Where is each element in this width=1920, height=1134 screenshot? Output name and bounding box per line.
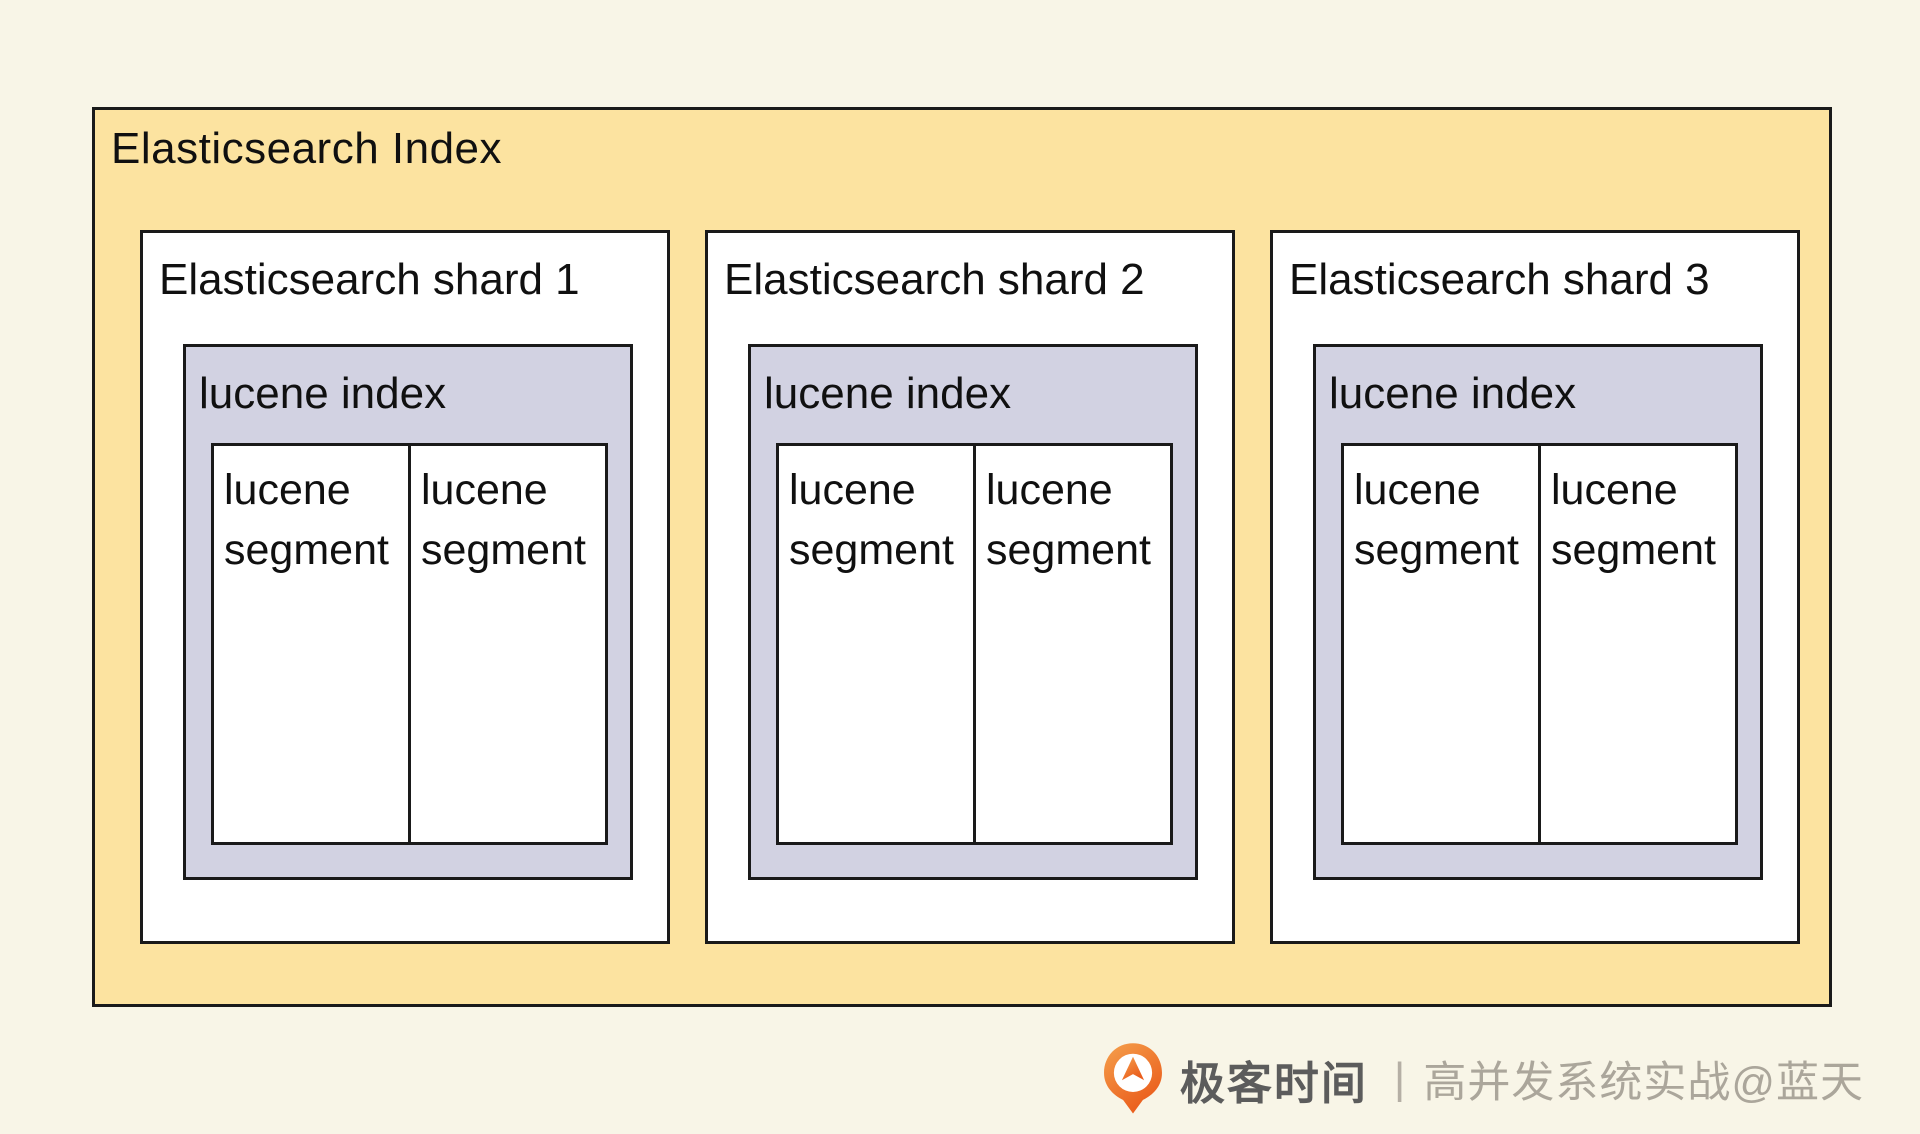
- lucene-segment-box: lucene segment: [408, 443, 608, 845]
- segments-row-2: lucene segment lucene segment: [776, 443, 1173, 845]
- watermark-credit-text: 高并发系统实战@蓝天: [1423, 1059, 1864, 1107]
- elasticsearch-index-box: Elasticsearch Index Elasticsearch shard …: [92, 107, 1832, 1007]
- lucene-index-2-title: lucene index: [764, 369, 1012, 418]
- shard-box-3: Elasticsearch shard 3 lucene index lucen…: [1270, 230, 1800, 944]
- shard-box-1: Elasticsearch shard 1 lucene index lucen…: [140, 230, 670, 944]
- lucene-segment-box: lucene segment: [1341, 443, 1541, 845]
- lucene-segment-box: lucene segment: [776, 443, 976, 845]
- geektime-logo-icon: [1103, 1043, 1162, 1114]
- shard-box-2: Elasticsearch shard 2 lucene index lucen…: [705, 230, 1235, 944]
- shards-row: Elasticsearch shard 1 lucene index lucen…: [140, 230, 1800, 944]
- watermark-separator: |: [1393, 1054, 1406, 1103]
- segments-row-1: lucene segment lucene segment: [211, 443, 608, 845]
- lucene-segment-box: lucene segment: [973, 443, 1173, 845]
- watermark: 极客时间 | 高并发系统实战@蓝天: [1102, 1043, 1864, 1114]
- elasticsearch-index-title: Elasticsearch Index: [111, 124, 503, 173]
- lucene-segment-box: lucene segment: [211, 443, 411, 845]
- shard-3-title: Elasticsearch shard 3: [1289, 255, 1710, 304]
- lucene-index-box-2: lucene index lucene segment lucene segme…: [748, 344, 1198, 880]
- lucene-index-1-title: lucene index: [199, 369, 447, 418]
- lucene-index-box-1: lucene index lucene segment lucene segme…: [183, 344, 633, 880]
- shard-1-title: Elasticsearch shard 1: [159, 255, 580, 304]
- watermark-brand-text: 极客时间: [1179, 1057, 1368, 1109]
- segments-row-3: lucene segment lucene segment: [1341, 443, 1738, 845]
- lucene-index-box-3: lucene index lucene segment lucene segme…: [1313, 344, 1763, 880]
- shard-2-title: Elasticsearch shard 2: [724, 255, 1145, 304]
- lucene-index-3-title: lucene index: [1329, 369, 1577, 418]
- lucene-segment-box: lucene segment: [1538, 443, 1738, 845]
